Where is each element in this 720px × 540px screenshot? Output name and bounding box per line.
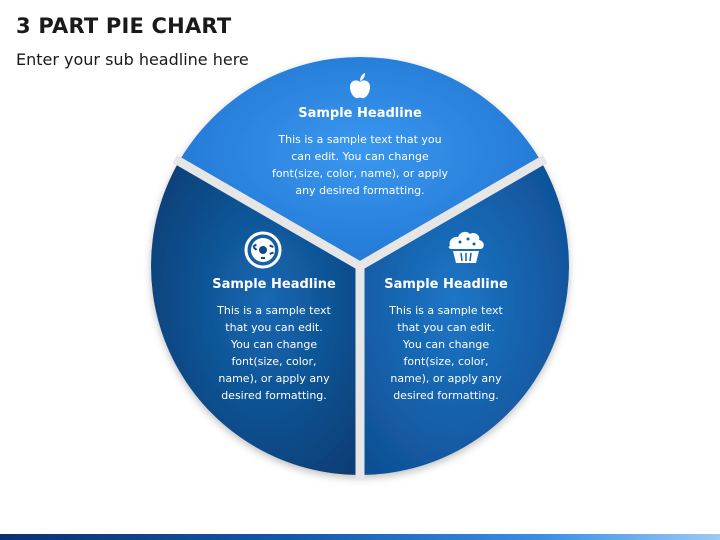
segment-headline: Sample Headline [384,277,508,292]
bottom-accent-bar [0,534,720,540]
segment-headline: Sample Headline [212,277,336,292]
apple-icon [350,73,370,99]
segment-right-text: Sample Headline This is a sample text th… [381,277,511,404]
segment-body: This is a sample text that you can edit.… [217,304,331,402]
segment-top-text: Sample Headline This is a sample text th… [260,106,460,199]
cupcake-icon [448,231,484,263]
segment-headline: Sample Headline [298,106,422,121]
segment-left-text: Sample Headline This is a sample text th… [209,277,339,404]
separator-line [172,155,363,270]
page-subtitle: Enter your sub headline here [16,50,249,69]
separator-line [357,155,548,270]
segment-body: This is a sample text that you can edit.… [271,133,449,197]
page-title: 3 PART PIE CHART [16,14,232,38]
donut-icon [244,231,282,269]
segment-body: This is a sample text that you can edit.… [389,304,503,402]
